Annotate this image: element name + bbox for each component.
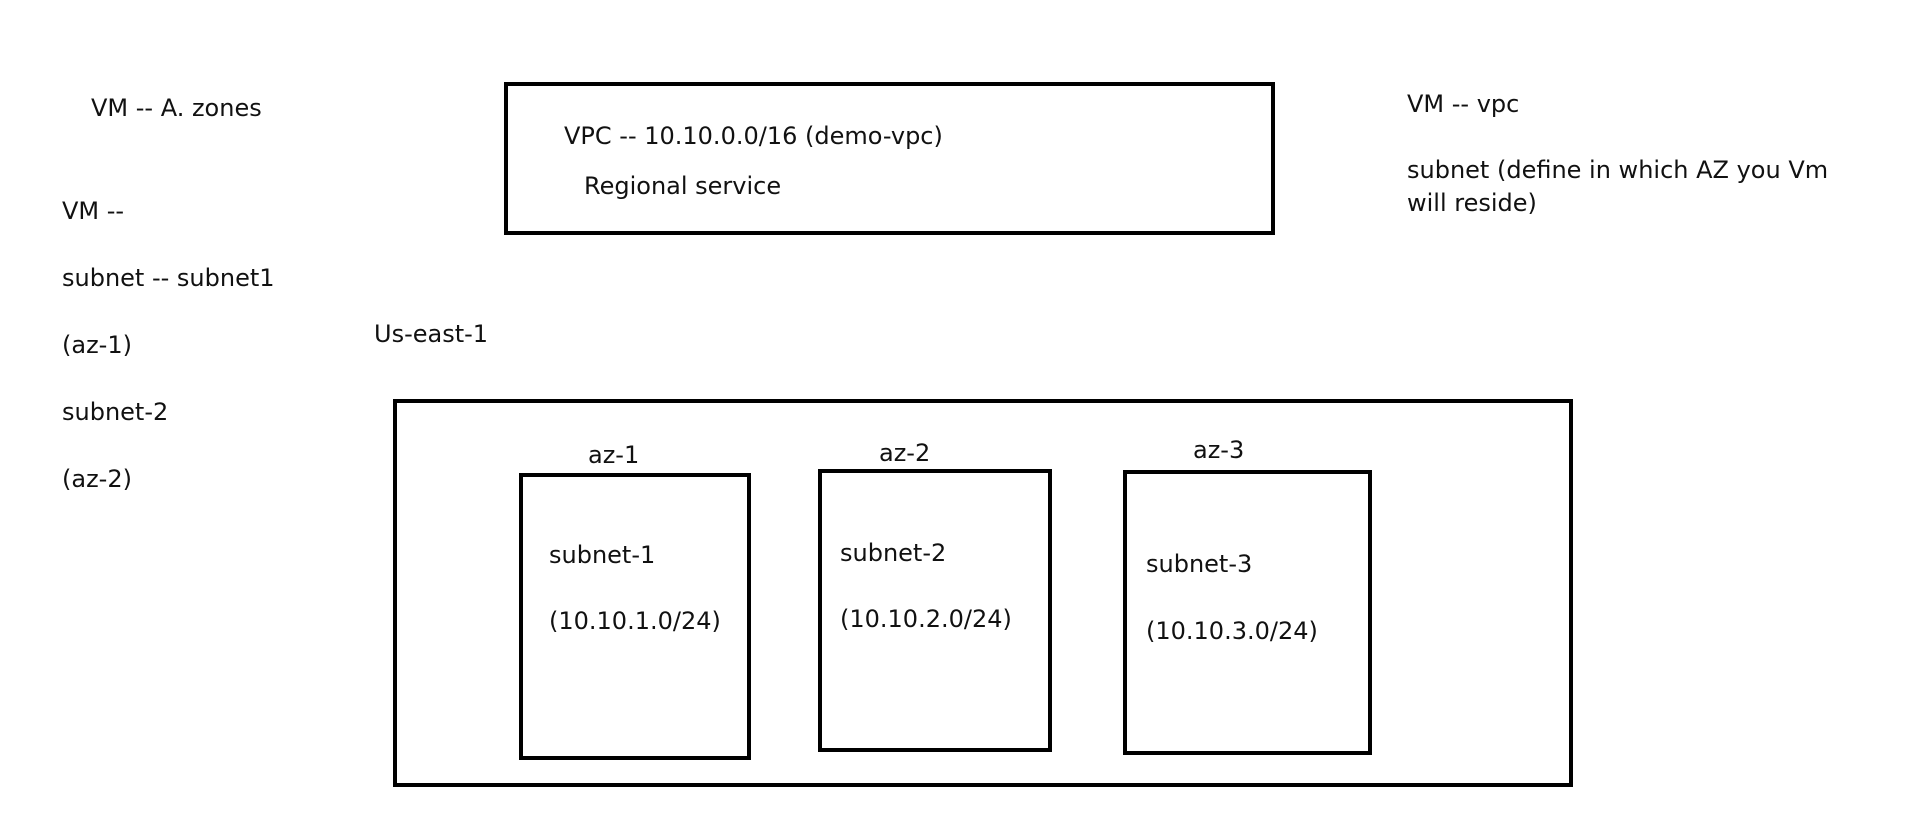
note-vm-vpc: VM -- vpc (1407, 90, 1520, 118)
note-az-1: (az-1) (62, 331, 132, 359)
vpc-box: VPC -- 10.10.0.0/16 (demo-vpc) Regional … (504, 82, 1275, 235)
subnet-box-1: subnet-1 (10.10.1.0/24) (519, 473, 751, 760)
subnet-name-1: subnet-1 (549, 541, 656, 569)
az-label-3: az-3 (1193, 436, 1245, 464)
subnet-box-3: subnet-3 (10.10.3.0/24) (1123, 470, 1372, 755)
subnet-name-2: subnet-2 (840, 539, 947, 567)
note-subnet-1: subnet -- subnet1 (62, 264, 275, 292)
subnet-cidr-3: (10.10.3.0/24) (1146, 617, 1318, 645)
subnet-cidr-2: (10.10.2.0/24) (840, 605, 1012, 633)
note-vm-zones: VM -- A. zones (91, 94, 262, 122)
az-label-2: az-2 (879, 439, 931, 467)
note-subnet-az: subnet (define in which AZ you Vm will r… (1407, 156, 1829, 217)
region-box (393, 399, 1573, 787)
vpc-subtitle: Regional service (584, 172, 782, 200)
subnet-box-2: subnet-2 (10.10.2.0/24) (818, 469, 1052, 752)
subnet-name-3: subnet-3 (1146, 550, 1253, 578)
az-label-1: az-1 (588, 441, 640, 469)
note-vm: VM -- (62, 197, 125, 225)
vpc-title: VPC -- 10.10.0.0/16 (demo-vpc) (564, 122, 943, 150)
note-az-2: (az-2) (62, 465, 132, 493)
region-label: Us-east-1 (374, 320, 489, 348)
subnet-cidr-1: (10.10.1.0/24) (549, 607, 721, 635)
note-subnet-2: subnet-2 (62, 398, 169, 426)
